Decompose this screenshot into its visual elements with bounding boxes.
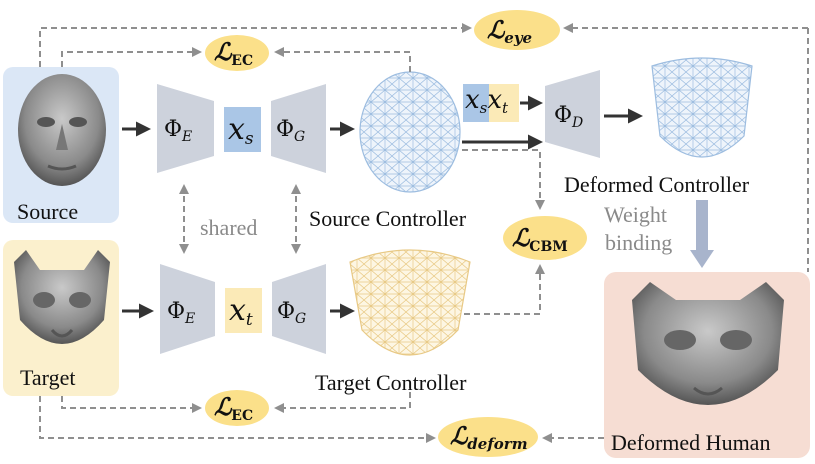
phi-g-label-top: ΦG: [276, 117, 305, 145]
target-controller-caption: Target Controller: [315, 370, 467, 395]
phi-e-label-top: ΦE: [164, 117, 192, 145]
phi-e-encoder-bottom: [160, 264, 215, 354]
target-head-image: [14, 250, 110, 344]
xt-input-box: [489, 84, 519, 122]
deformed-human-image: [632, 282, 784, 405]
deformed-controller-mesh: [651, 57, 753, 158]
source-head-image: [18, 74, 106, 186]
phi-d-decoder: [545, 70, 600, 158]
phi-e-encoder-top: [157, 84, 214, 173]
loss-cbm-badge: [503, 216, 587, 260]
xs-input-box: [463, 84, 489, 122]
loss-eye-label: ℒeye: [487, 15, 532, 47]
phi-e-label-bottom: ΦE: [167, 299, 195, 327]
deformed-controller-caption: Deformed Controller: [564, 172, 750, 197]
phi-d-label: ΦD: [554, 103, 583, 131]
loss-deform-badge: [438, 417, 538, 457]
loss-ec-top-badge: [205, 35, 269, 71]
source-controller-mesh: [359, 71, 461, 193]
loss-cbm-label: ℒCBM: [512, 223, 568, 255]
phi-g-label-bottom: ΦG: [277, 299, 306, 327]
deformed-human-caption: Deformed Human: [611, 430, 770, 455]
xt-label: xt: [229, 293, 253, 330]
phi-g-decoder-top: [271, 84, 326, 173]
xs-xt-input-label: xsxt: [465, 85, 509, 117]
binding-caption: binding: [605, 230, 672, 255]
target-caption: Target: [20, 365, 75, 390]
shared-caption: shared: [200, 215, 257, 240]
source-caption: Source: [17, 199, 78, 224]
loss-eye-badge: [474, 10, 560, 50]
phi-g-decoder-bottom: [272, 264, 326, 354]
xs-label: xs: [228, 112, 254, 149]
source-controller-caption: Source Controller: [309, 206, 467, 231]
xt-latent-box: [225, 288, 262, 333]
loss-ec-top-label: ℒEC: [214, 37, 253, 69]
loss-deform-label: ℒdeform: [450, 421, 528, 453]
loss-ec-bottom-badge: [205, 390, 269, 426]
target-controller-mesh: [349, 249, 471, 356]
loss-ec-bottom-label: ℒEC: [214, 392, 253, 424]
weight-caption: Weight: [604, 202, 667, 227]
xs-latent-box: [224, 107, 261, 152]
